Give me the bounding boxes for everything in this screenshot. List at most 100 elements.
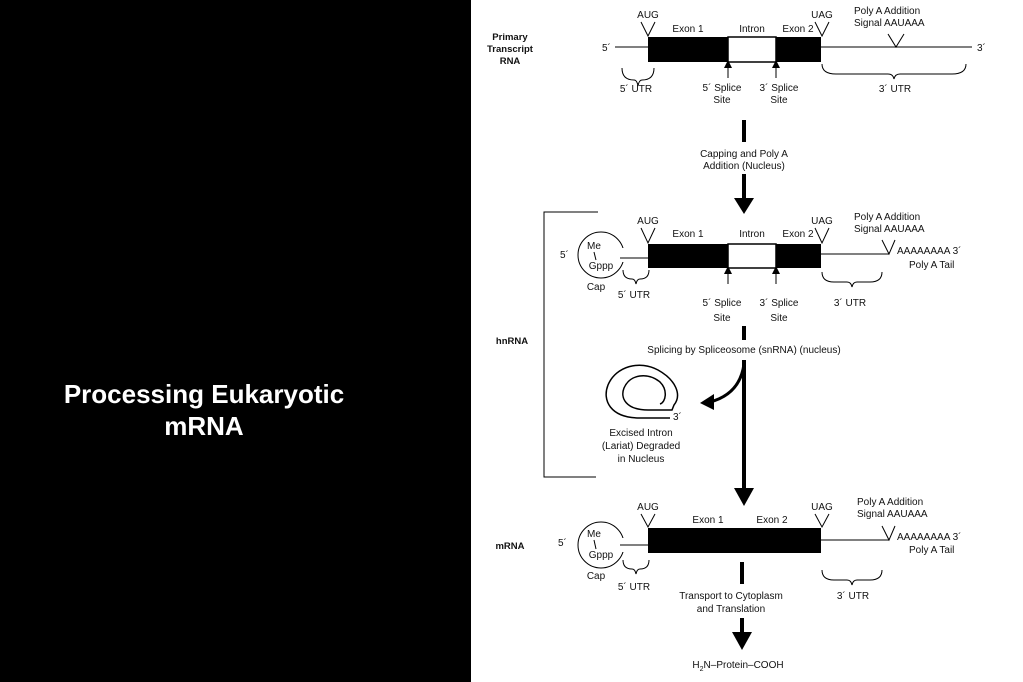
hnrna-three-splice2: Site — [770, 313, 788, 324]
lariat-line2: (Lariat) Degraded — [602, 441, 680, 452]
stop-codon-label: UAG — [811, 10, 833, 21]
lariat-line1: Excised Intron — [609, 428, 672, 439]
primary-transcript-stage: Primary Transcript RNA 5´ 3´ AUG Exon 1 … — [487, 6, 986, 106]
lariat-branch-arrow — [709, 363, 746, 404]
mrna-stop-marker — [814, 513, 830, 529]
cap-gap — [612, 248, 628, 262]
slide-title-line2: mRNA — [164, 411, 244, 441]
hnrna-stop-marker — [814, 227, 830, 245]
lariat-three-end: 3´ — [673, 411, 682, 423]
mrna-three-utr-brace — [821, 569, 883, 586]
capping-line1: Capping and Poly A — [700, 149, 788, 160]
hnrna-tail-seq: AAAAAAAA 3´ — [897, 245, 961, 257]
transport-step: Transport to Cytoplasm and Translation — [679, 562, 783, 650]
exon1-block — [648, 37, 728, 62]
hnrna-bracket — [543, 211, 598, 478]
mrna-exon-block — [648, 528, 821, 553]
lariat-line3: in Nucleus — [618, 454, 665, 465]
cap-me: Me — [587, 241, 601, 252]
primary-label-line2: Transcript — [487, 44, 534, 55]
hnrna-polya-signal2: Signal AAUAAA — [854, 224, 925, 235]
hnrna-start-marker — [640, 227, 656, 245]
mrna-cap-me: Me — [587, 529, 601, 540]
mrna-five-utr-label: 5´ UTR — [618, 581, 650, 593]
hnrna-label: hnRNA — [496, 336, 528, 347]
diagram-panel: Primary Transcript RNA 5´ 3´ AUG Exon 1 … — [471, 0, 1023, 682]
splicing-step: Splicing by Spliceosome (snRNA) (nucleus… — [647, 326, 841, 506]
mrna-five-utr-brace — [622, 559, 650, 575]
five-prime-end: 5´ — [602, 42, 611, 54]
three-splice-line1: 3´ Splice — [760, 82, 799, 94]
intron-block — [727, 36, 777, 63]
mrna-cap-gppp: Gppp — [589, 550, 614, 561]
cap-gppp: Gppp — [589, 261, 614, 272]
transport-line2: and Translation — [697, 604, 765, 615]
five-splice-line2: Site — [713, 95, 731, 106]
capping-arrow-head — [734, 198, 754, 214]
protein-product: H2N–Protein–COOH — [692, 660, 783, 673]
mrna-tail-seq: AAAAAAAA 3´ — [897, 531, 961, 543]
hnrna-exon1-label: Exon 1 — [672, 229, 704, 240]
start-codon-marker — [640, 21, 656, 38]
slide-title: Processing Eukaryotic mRNA — [20, 378, 388, 442]
mrna-cap-label: Cap — [587, 571, 606, 582]
five-utr-label: 5´ UTR — [620, 83, 652, 95]
mrna-stage: Me Gppp Cap 5´ AUG Exon 1 Exon 2 UAG Pol… — [558, 497, 961, 602]
capping-step: Capping and Poly A Addition (Nucleus) — [700, 120, 788, 214]
hnrna-exon2-block — [776, 244, 821, 268]
mrna-tail-label: Poly A Tail — [909, 545, 954, 556]
hnrna-exon1-block — [648, 244, 728, 268]
lariat: 3´ Excised Intron (Lariat) Degraded in N… — [602, 364, 682, 465]
hnrna-stop-codon: UAG — [811, 216, 833, 227]
hnrna-five-splice1: 5´ Splice — [703, 297, 742, 309]
hnrna-five-splice2: Site — [713, 313, 731, 324]
five-utr-brace — [621, 67, 655, 87]
hnrna-three-utr-brace — [821, 271, 883, 288]
mrna-exon1-label: Exon 1 — [692, 515, 724, 526]
hnrna-five-utr-label: 5´ UTR — [618, 289, 650, 301]
three-utr-brace — [821, 63, 967, 80]
mrna-five-end: 5´ — [558, 537, 567, 549]
transport-arrow-head — [732, 632, 752, 650]
hnrna-three-utr-label: 3´ UTR — [834, 297, 866, 309]
mrna-processing-diagram: Primary Transcript RNA 5´ 3´ AUG Exon 1 … — [487, 6, 986, 673]
mrna-polya-signal1: Poly A Addition — [857, 497, 923, 508]
mrna-label: mRNA — [495, 541, 524, 552]
cap-label: Cap — [587, 282, 606, 293]
mrna-stop-codon: UAG — [811, 502, 833, 513]
hnrna-intron-label: Intron — [739, 229, 765, 240]
hnrna-exon2-label: Exon 2 — [782, 229, 814, 240]
three-utr-label: 3´ UTR — [879, 83, 911, 95]
mrna-three-utr-label: 3´ UTR — [837, 590, 869, 602]
hnrna-polya-marker — [881, 239, 896, 256]
hnrna-start-codon: AUG — [637, 216, 659, 227]
mrna-start-codon: AUG — [637, 502, 659, 513]
mrna-polya-signal2: Signal AAUAAA — [857, 509, 928, 520]
splicing-label: Splicing by Spliceosome (snRNA) (nucleus… — [647, 345, 840, 356]
hnrna-stage: Me Gppp Cap 5´ AUG Exon 1 Intron Exon 2 … — [560, 212, 961, 324]
three-prime-end: 3´ — [977, 42, 986, 54]
polya-signal-marker — [887, 33, 905, 48]
cap-me-bond — [593, 251, 597, 261]
polya-signal-line2: Signal AAUAAA — [854, 18, 925, 29]
intron-label: Intron — [739, 24, 765, 35]
mrna-start-marker — [640, 513, 656, 529]
mrna-cap-me-bond — [593, 539, 597, 550]
lariat-branch-head — [700, 394, 714, 410]
splicing-arrow-head — [734, 488, 754, 506]
hnrna-five-end: 5´ — [560, 249, 569, 261]
exon2-label: Exon 2 — [782, 24, 814, 35]
hnrna-three-splice1: 3´ Splice — [760, 297, 799, 309]
hnrna-intron-block — [727, 243, 777, 269]
exon2-block — [776, 37, 821, 62]
primary-label-line1: Primary — [492, 32, 528, 43]
stop-codon-marker — [814, 21, 830, 38]
transport-line1: Transport to Cytoplasm — [679, 591, 783, 602]
hnrna-tail-label: Poly A Tail — [909, 260, 954, 271]
mrna-exon2-label: Exon 2 — [756, 515, 788, 526]
lariat-loop — [605, 364, 679, 419]
five-splice-line1: 5´ Splice — [703, 82, 742, 94]
hnrna-five-utr-brace — [622, 269, 650, 285]
capping-line2: Addition (Nucleus) — [703, 161, 785, 172]
start-codon-label: AUG — [637, 10, 659, 21]
